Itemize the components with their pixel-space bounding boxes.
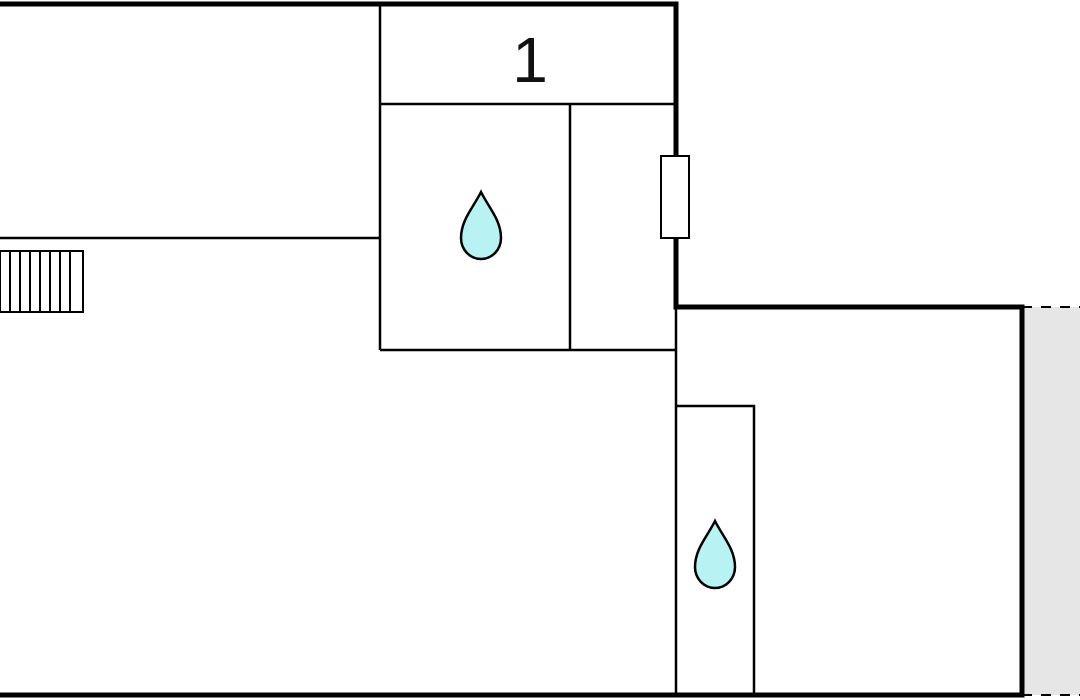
- interior-walls: [0, 4, 756, 695]
- terrace: [1022, 306, 1080, 696]
- terrace-area: [1022, 307, 1080, 695]
- wall-shower-enclosure: [676, 404, 756, 695]
- window-icon: [660, 155, 690, 239]
- water-drop-icon: [459, 189, 503, 261]
- staircase-icon: [0, 250, 84, 313]
- bedroom-number-label: 1: [512, 24, 548, 96]
- water-drop-icon: [693, 518, 737, 590]
- staircase-outline: [0, 250, 84, 313]
